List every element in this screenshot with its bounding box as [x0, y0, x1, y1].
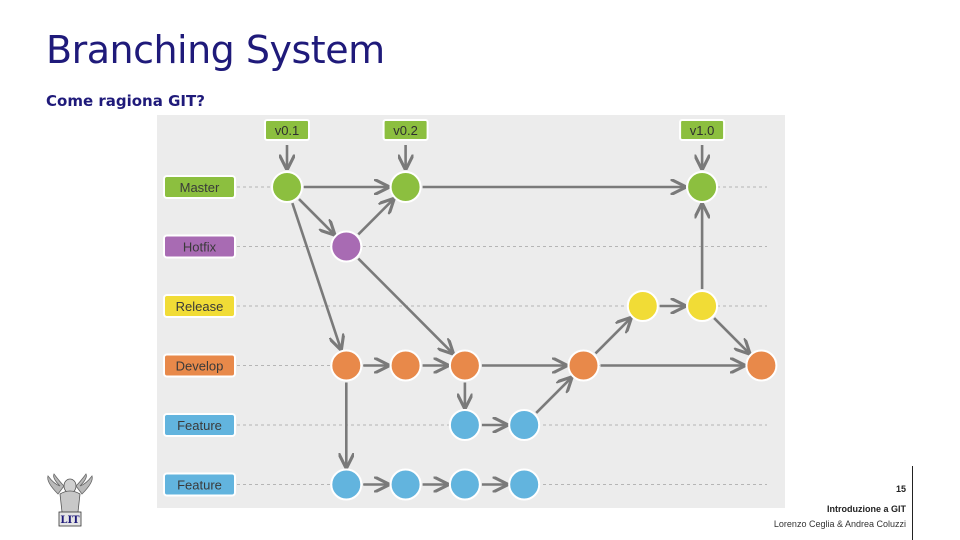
commit-d4 [567, 349, 600, 382]
commit-m1 [271, 171, 303, 203]
slide-title: Branching System [46, 28, 385, 72]
lane-label-text: Feature [177, 418, 222, 433]
commit-d5 [745, 349, 778, 382]
commit-f2d [508, 468, 541, 501]
lane-label-master: Master [163, 175, 236, 199]
lane-label-box [163, 353, 236, 378]
edge-r2-d5 [713, 317, 748, 352]
lane-label-feature1: Feature [163, 413, 236, 437]
tag-v1-0: v1.0 [679, 119, 726, 141]
lane-label-feature2: Feature [163, 472, 236, 497]
slide-footer: 15 Introduzione a GIT Lorenzo Ceglia & A… [774, 484, 906, 529]
authors: Lorenzo Ceglia & Andrea Coluzzi [773, 519, 906, 529]
tag-box [264, 119, 310, 141]
commit-d1 [330, 349, 363, 382]
lane-label-text: Master [180, 180, 220, 195]
commit-f1a [448, 409, 481, 441]
edge-h1-m2 [357, 200, 392, 236]
slide-subtitle: Come ragiona GIT? [46, 92, 205, 110]
lane-label-box [163, 175, 236, 199]
svg-text:LIT: LIT [60, 515, 80, 526]
commit-d3 [448, 349, 481, 382]
university-logo-icon: LIT [47, 473, 93, 527]
commit-r2 [686, 290, 719, 322]
commit-f2b [389, 468, 422, 501]
tag-box [679, 119, 726, 141]
lane-label-box [163, 294, 236, 318]
edge-m1-h1 [298, 198, 333, 233]
lane-label-box [163, 234, 236, 259]
commit-m2 [389, 171, 422, 203]
tag-v0-2: v0.2 [382, 119, 429, 141]
commit-d2 [389, 349, 422, 382]
commit-f1b [508, 409, 541, 441]
tag-text: v0.2 [393, 123, 418, 138]
lane-label-release: Release [163, 294, 236, 318]
lane-label-text: Develop [176, 359, 224, 374]
tag-text: v1.0 [690, 123, 715, 138]
edge-f1b-d4 [535, 379, 570, 414]
page-number: 15 [895, 484, 906, 494]
edge-m1-d1 [291, 202, 340, 347]
lane-label-develop: Develop [163, 353, 236, 378]
lane-label-box [163, 472, 236, 497]
footer-divider [912, 466, 913, 540]
lane-label-hotfix: Hotfix [163, 234, 236, 259]
tag-v0-1: v0.1 [264, 119, 310, 141]
lane-label-box [163, 413, 236, 437]
edge-d4-r1 [594, 319, 630, 355]
commit-f2a [330, 468, 363, 501]
course-title: Introduzione a GIT [827, 504, 906, 514]
commit-m3 [686, 171, 719, 203]
tag-text: v0.1 [275, 123, 300, 138]
tag-box [382, 119, 429, 141]
commit-h1 [330, 230, 363, 263]
lane-label-text: Release [176, 299, 224, 314]
lane-label-text: Feature [177, 478, 222, 493]
edge-h1-d3 [357, 257, 451, 353]
branching-diagram: MasterHotfixReleaseDevelopFeatureFeature… [157, 115, 785, 508]
commit-r1 [626, 290, 659, 322]
commit-f2c [448, 468, 481, 501]
lane-label-text: Hotfix [183, 240, 217, 255]
